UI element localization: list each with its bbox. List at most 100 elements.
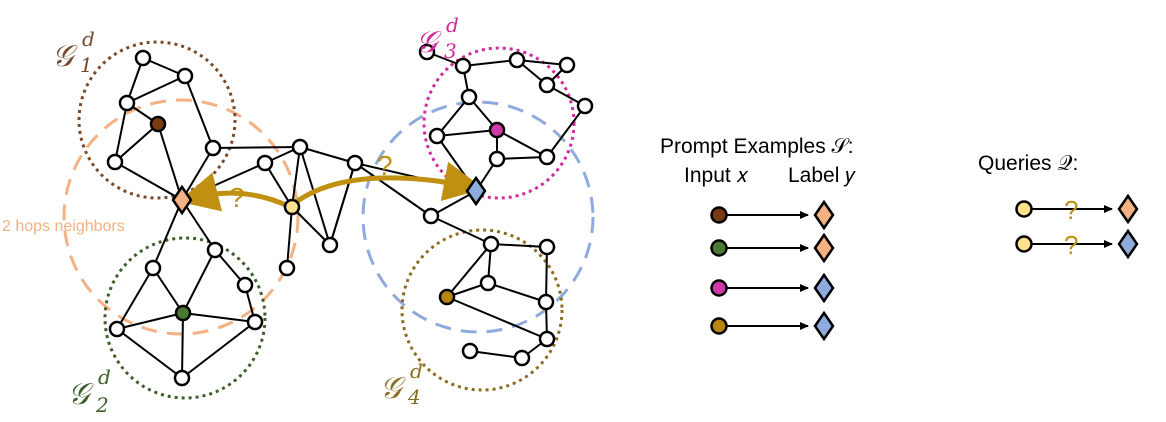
g4-sub: 4 <box>407 385 421 409</box>
g4-circle <box>400 228 564 392</box>
graph-edge <box>184 75 214 149</box>
graph-node <box>454 57 472 75</box>
arrow-to-blue <box>290 161 484 207</box>
graph-edge <box>462 59 518 67</box>
graph-edge <box>436 96 470 137</box>
g2-center-node <box>174 304 192 322</box>
graph-node <box>206 241 224 259</box>
graph-edge <box>354 162 432 217</box>
g2-base: 𝒢 <box>68 377 94 412</box>
graph-edge <box>181 321 256 379</box>
graph-edge <box>496 129 548 158</box>
graph-node <box>538 148 556 166</box>
neighborhood-circles <box>62 40 595 400</box>
prompt-example-row <box>710 232 835 264</box>
graph-node <box>256 154 274 172</box>
graph-edge <box>286 206 293 269</box>
graph-edge <box>430 215 492 245</box>
graph-node <box>278 259 296 277</box>
prompt-title: Prompt Examples 𝒮: <box>660 135 854 158</box>
graph-edge <box>114 102 128 163</box>
blue-2hop-circle <box>361 100 595 334</box>
query-node <box>283 198 301 216</box>
graph-edge <box>545 246 548 303</box>
graph-node <box>291 138 309 156</box>
query-row: ? <box>1015 228 1139 260</box>
graph-edge <box>490 243 548 248</box>
graph-edge <box>446 296 548 340</box>
graph-node <box>204 139 222 157</box>
g2-sup: d <box>98 365 111 389</box>
graph-edge <box>114 123 159 163</box>
graph-node <box>144 259 162 277</box>
graph-edge <box>182 249 216 314</box>
label-diamond <box>813 199 835 231</box>
graph-node <box>428 127 446 145</box>
graph-node <box>537 293 555 311</box>
graph-node <box>106 153 124 171</box>
g4-label: 𝒢 d 4 <box>380 359 423 409</box>
graph-node <box>346 154 364 172</box>
graph-edge <box>291 146 301 208</box>
graph-node <box>482 235 500 253</box>
blue-label-diamond-node <box>465 175 487 207</box>
hops-neighbors-label: 2 hops neighbors <box>2 218 125 235</box>
graph-nodes <box>106 43 594 387</box>
graph-node <box>236 276 254 294</box>
orange-label-diamond-node <box>171 184 193 216</box>
g2-label: 𝒢 d 2 <box>68 365 111 417</box>
label-diamond <box>813 310 835 342</box>
g4-sup: d <box>410 359 423 383</box>
graph-node <box>558 56 576 74</box>
graph-node <box>513 349 531 367</box>
g1-circle <box>77 40 237 200</box>
label-diamond <box>813 232 835 264</box>
graph-node <box>460 88 478 106</box>
graph-node <box>576 97 594 115</box>
input-node <box>710 317 728 335</box>
g3-sub: 3 <box>444 39 457 63</box>
queries-title: Queries 𝒬: <box>978 152 1078 175</box>
graph-edge <box>181 312 184 379</box>
graph-edge <box>291 206 331 246</box>
query-row: ? <box>1015 193 1139 225</box>
query-rows: ?? <box>1015 193 1139 260</box>
graph-node <box>488 150 506 168</box>
question-mark-right: ? <box>377 150 393 181</box>
prompt-example-row <box>710 272 835 304</box>
input-node <box>1015 200 1033 218</box>
prompt-examples-panel: Prompt Examples 𝒮: Input 𝑥 Label 𝑦 <box>660 135 856 342</box>
g1-sup: d <box>82 27 95 51</box>
g4-base: 𝒢 <box>380 371 406 406</box>
graph-node <box>176 67 194 85</box>
graph-node <box>508 51 526 69</box>
graph-edge <box>152 267 184 314</box>
g1-center-node <box>149 115 167 133</box>
graph-edge <box>546 105 586 158</box>
arrow-to-orange <box>178 172 292 212</box>
graph-edge <box>469 350 523 359</box>
question-mark-left: ? <box>229 182 245 213</box>
label-diamond <box>1117 193 1139 225</box>
graph-edge <box>126 75 186 104</box>
graph-edge <box>114 161 183 201</box>
graph-node <box>479 274 497 292</box>
g3-center-node <box>488 121 506 139</box>
graph-node <box>538 330 556 348</box>
graph-edge <box>516 59 568 66</box>
g2-sub: 2 <box>95 393 109 417</box>
graph-edge <box>157 123 183 201</box>
prompt-example-rows <box>710 199 835 342</box>
input-node <box>710 206 728 224</box>
graph-edge <box>182 312 256 323</box>
queries-panel: Queries 𝒬: ?? <box>978 152 1139 260</box>
g3-base: 𝒢 <box>416 25 442 60</box>
g1-label: 𝒢 d 1 <box>52 27 95 77</box>
prompt-label-header: Label 𝑦 <box>788 164 856 187</box>
graph-node <box>422 207 440 225</box>
graph-edge <box>329 162 356 246</box>
graph-node <box>173 369 191 387</box>
graph-edge <box>116 312 184 330</box>
graph-edge <box>212 146 301 149</box>
